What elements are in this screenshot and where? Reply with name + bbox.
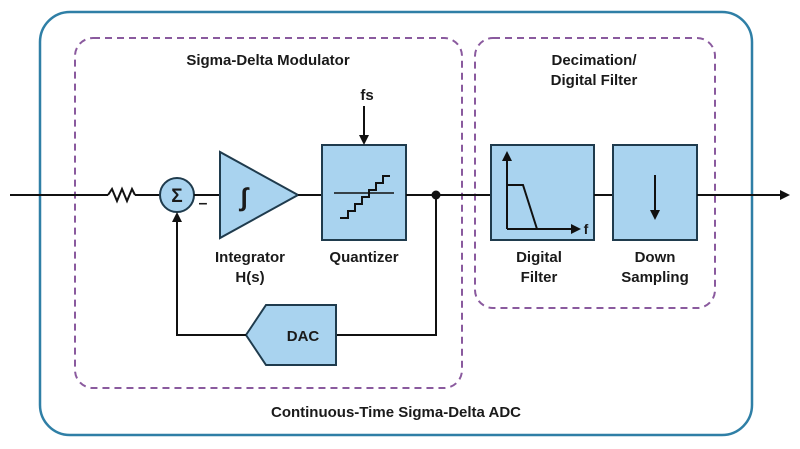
summation-symbol: Σ	[171, 186, 182, 207]
modulator-title: Sigma-Delta Modulator	[186, 52, 350, 69]
adc-title: Continuous-Time Sigma-Delta ADC	[271, 404, 521, 421]
filter-axis-label: f	[584, 221, 589, 237]
integrator-label-line1: Integrator	[215, 249, 285, 266]
quantizer-label: Quantizer	[329, 249, 398, 266]
sampling-clock-label: fs	[360, 87, 373, 104]
lowpass-response-icon	[507, 184, 538, 230]
integral-symbol: ∫	[238, 182, 249, 212]
dac-block	[244, 304, 337, 366]
dac-label: DAC	[287, 328, 320, 345]
decimation-group-boundary	[474, 37, 716, 309]
integrator-label-line2: H(s)	[235, 269, 264, 286]
quantizer-staircase-icon	[340, 175, 390, 219]
feedback-path-return	[172, 212, 246, 336]
input-resistor	[107, 186, 136, 204]
down-sampling-block	[612, 144, 698, 241]
digital-filter-label-line1: Digital	[516, 249, 562, 266]
decimation-title-line1: Decimation/	[551, 52, 637, 69]
integrator-block	[219, 150, 301, 240]
adc-outer-boundary	[38, 10, 754, 437]
down-sampling-label-line1: Down	[635, 249, 676, 266]
summer-minus-sign: –	[199, 195, 208, 212]
feedback-path-down	[336, 195, 437, 336]
decimation-title-line2: Digital Filter	[551, 72, 638, 89]
down-sampling-label-line2: Sampling	[621, 269, 689, 286]
digital-filter-label-line2: Filter	[521, 269, 558, 286]
